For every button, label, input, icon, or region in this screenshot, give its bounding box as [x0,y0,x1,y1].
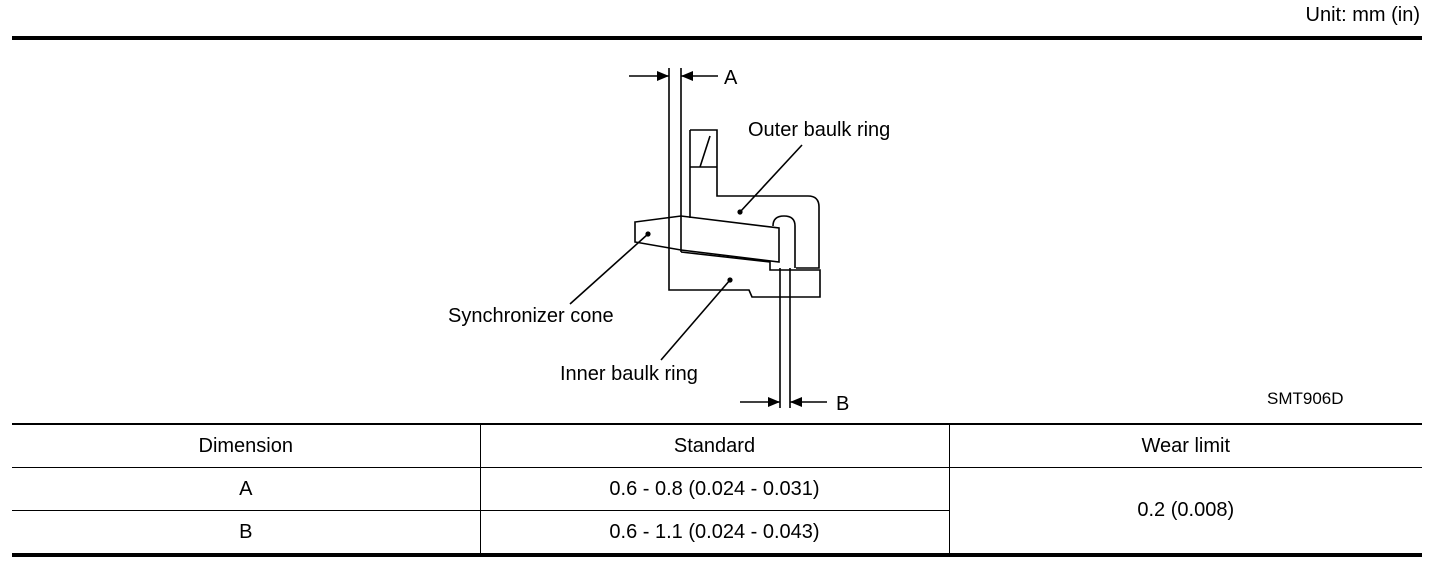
outer-ring-hook [772,215,796,268]
cell-standard: 0.6 - 0.8 (0.024 - 0.031) [479,467,950,511]
cell-standard: 0.6 - 1.1 (0.024 - 0.043) [479,510,949,555]
top-rule [12,36,1422,40]
synchronizer-cone-outline [634,215,780,263]
cell-dimension: B [12,510,481,555]
cone-leader [569,233,649,305]
dim-a-arrowhead-left [657,71,669,81]
header-wear-limit: Wear limit [948,424,1422,468]
diagram-svg: A Outer baulk ring Synchronizer cone Inn… [448,67,1344,415]
table-row: B 0.6 - 1.1 (0.024 - 0.043) [12,510,1422,555]
outer-baulk-ring-hatch [699,135,711,168]
inner-baulk-ring-outline [668,251,821,298]
table-header-row: Dimension Standard Wear limit [12,424,1422,468]
outer-baulk-ring-outline [690,129,820,269]
cell-wear-limit: 0.2 (0.008) [948,467,1422,555]
spec-table: Dimension Standard Wear limit A 0.6 - 0.… [12,423,1422,557]
baulk-ring-diagram: A Outer baulk ring Synchronizer cone Inn… [0,40,1456,424]
header-standard: Standard [479,424,950,468]
inner-ring-leader [660,279,731,361]
cell-dimension: A [12,467,481,511]
outer-ring-leader [739,144,803,213]
dim-a-arrowhead-right [681,71,693,81]
dim-b-arrowhead-left [768,397,780,407]
outer-baulk-ring-label: Outer baulk ring [748,119,890,141]
inner-ring-leader-dot [727,277,733,283]
table-row: A 0.6 - 0.8 (0.024 - 0.031) 0.2 (0.008) [12,467,1422,555]
inner-baulk-ring-label: Inner baulk ring [560,363,698,385]
dim-b-label: B [836,393,849,415]
synchronizer-cone-label: Synchronizer cone [448,305,614,327]
figure-code: SMT906D [1267,389,1344,408]
header-dimension: Dimension [12,424,481,468]
unit-label: Unit: mm (in) [1305,4,1420,26]
dim-a-label: A [724,67,738,89]
cone-leader-dot [645,231,651,237]
outer-ring-leader-dot [737,209,743,215]
dim-b-arrowhead-right [790,397,802,407]
